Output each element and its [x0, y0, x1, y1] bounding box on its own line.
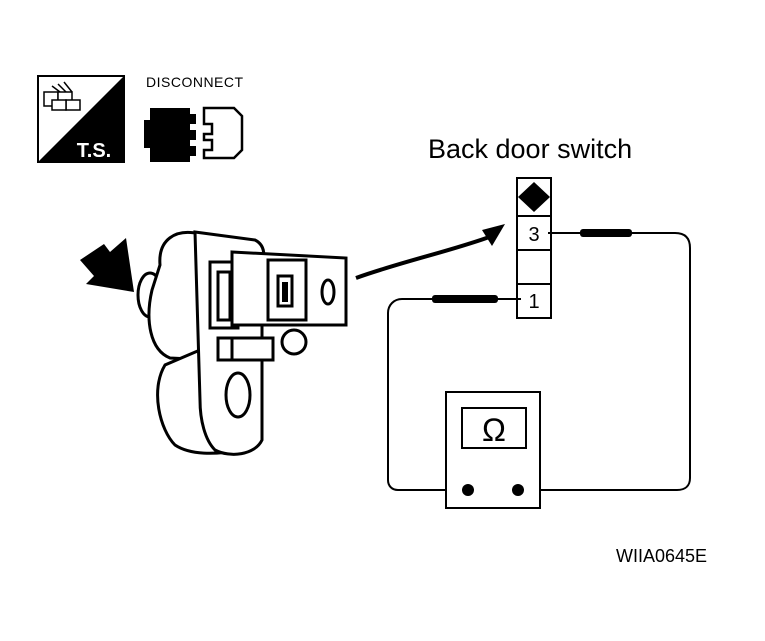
figure-code: WIIA0645E	[616, 546, 708, 566]
ohm-symbol: Ω	[482, 412, 506, 448]
connector-terminal-block: 3 1	[516, 177, 552, 319]
terminal-1-label: 1	[528, 291, 539, 313]
meter-terminal-left	[462, 484, 474, 496]
pointer-arrow	[80, 238, 134, 292]
ohmmeter: Ω	[445, 391, 541, 509]
connector-key-diamond	[518, 182, 550, 212]
terminal-3-label: 3	[528, 224, 539, 246]
back-door-switch-body	[136, 230, 348, 456]
connector-icon	[43, 81, 81, 111]
probe-terminal-1	[387, 295, 521, 491]
meter-terminal-right	[512, 484, 524, 496]
ts-badge: T.S.	[37, 75, 125, 163]
ts-badge-label: T.S.	[77, 140, 111, 162]
disconnect-icon	[144, 106, 244, 162]
connection-arrow	[355, 224, 505, 280]
diagram-title: Back door switch	[428, 134, 633, 164]
disconnect-label: DISCONNECT	[146, 74, 244, 90]
probe-terminal-3	[518, 229, 691, 491]
